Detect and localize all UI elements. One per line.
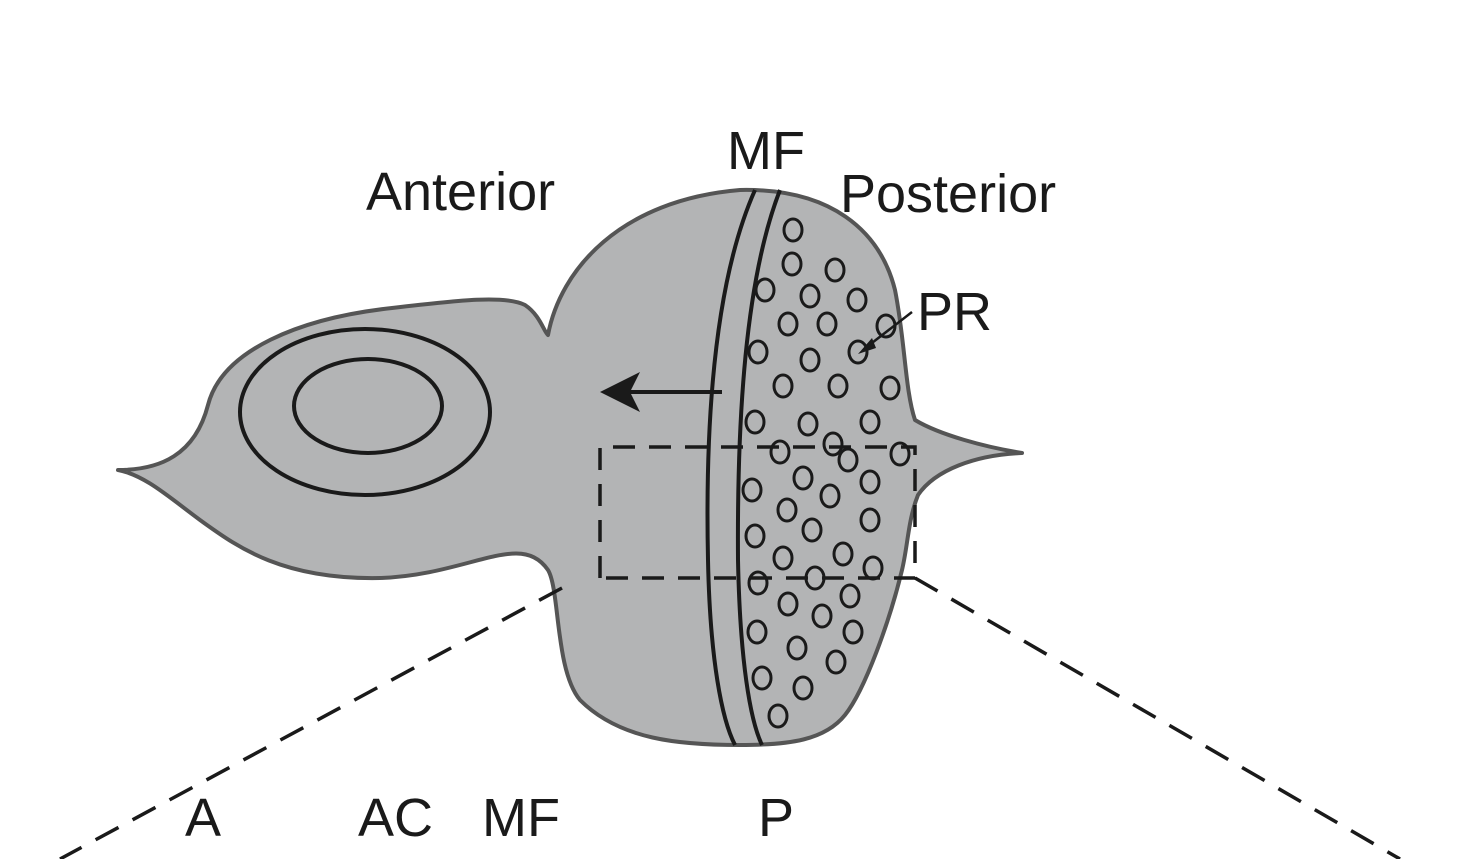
photoreceptor-cluster — [751, 665, 773, 691]
photoreceptor-cluster — [769, 439, 791, 465]
pr-leader-arrowhead — [858, 338, 876, 354]
photoreceptor-cluster — [792, 675, 814, 701]
photoreceptor-cluster — [847, 339, 869, 365]
photoreceptor-cluster — [889, 441, 911, 467]
photoreceptor-cluster — [859, 409, 881, 435]
photoreceptor-cluster — [747, 570, 769, 596]
photoreceptor-cluster — [816, 311, 838, 337]
photoreceptor-cluster — [859, 469, 881, 495]
photoreceptor-cluster — [824, 257, 846, 283]
photoreceptor-cluster — [792, 465, 814, 491]
antenna-outer-ring — [238, 327, 492, 497]
photoreceptor-cluster — [767, 703, 789, 729]
mf-top-label: MF — [727, 121, 805, 181]
bottom-ac-label: AC — [358, 788, 433, 848]
photoreceptor-cluster — [777, 311, 799, 337]
photoreceptor-cluster — [776, 497, 798, 523]
projection-line-right — [914, 576, 1401, 859]
photoreceptor-cluster — [879, 375, 901, 401]
photoreceptor-cluster — [832, 541, 854, 567]
bottom-p-label: P — [758, 788, 794, 848]
pr-leader-line — [867, 311, 913, 347]
photoreceptor-cluster — [801, 517, 823, 543]
photoreceptor-cluster — [741, 477, 763, 503]
left-arrow-icon — [600, 372, 640, 412]
bottom-mf-label: MF — [482, 788, 560, 848]
photoreceptor-cluster — [786, 635, 808, 661]
photoreceptor-cluster — [819, 483, 841, 509]
photoreceptor-cluster — [772, 545, 794, 571]
photoreceptor-cluster — [744, 409, 766, 435]
photoreceptor-cluster — [772, 373, 794, 399]
morphogenetic-furrow-line-left — [705, 189, 757, 746]
photoreceptor-cluster — [822, 431, 844, 457]
photoreceptor-cluster — [837, 447, 859, 473]
bottom-a-label: A — [185, 788, 221, 848]
photoreceptor-cluster — [777, 591, 799, 617]
photoreceptor-cluster — [846, 287, 868, 313]
photoreceptor-cluster — [799, 347, 821, 373]
anterior-label: Anterior — [366, 162, 555, 222]
photoreceptor-cluster — [747, 339, 769, 365]
antenna-inner-ring — [292, 357, 444, 455]
magnified-region-box — [598, 445, 917, 580]
imaginal-disc-outline — [116, 187, 1024, 747]
posterior-label: Posterior — [840, 164, 1056, 224]
projection-line-left — [59, 586, 563, 859]
photoreceptor-cluster — [754, 277, 776, 303]
photoreceptor-cluster — [782, 217, 804, 243]
photoreceptor-cluster — [781, 251, 803, 277]
photoreceptor-cluster — [797, 411, 819, 437]
photoreceptor-cluster — [746, 619, 768, 645]
morphogenetic-furrow-line-right — [735, 189, 782, 746]
photoreceptor-cluster — [842, 619, 864, 645]
photoreceptor-cluster — [859, 507, 881, 533]
photoreceptor-cluster — [825, 649, 847, 675]
photoreceptor-cluster — [744, 523, 766, 549]
photoreceptor-clusters — [741, 217, 911, 729]
photoreceptor-cluster — [827, 373, 849, 399]
photoreceptor-cluster — [799, 283, 821, 309]
photoreceptor-cluster — [839, 583, 861, 609]
photoreceptor-cluster — [811, 603, 833, 629]
pr-label: PR — [917, 282, 992, 342]
